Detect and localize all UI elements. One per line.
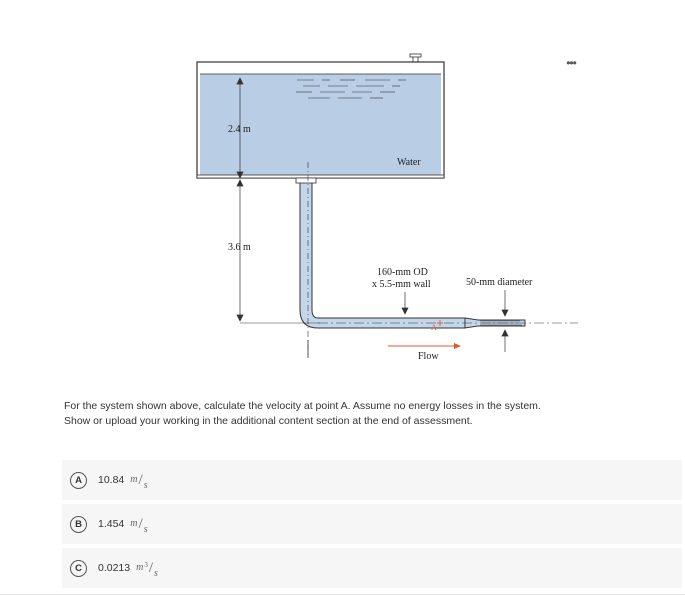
- pipe-spec-line2: x 5.5-mm wall: [372, 279, 431, 290]
- answer-option-b[interactable]: B 1.454 m/s: [62, 504, 682, 544]
- flow-label: Flow: [418, 351, 439, 362]
- pipe-spec-line1: 160-mm OD: [377, 267, 428, 278]
- tank-height-label: 2.4 m: [228, 124, 251, 135]
- divider: [0, 594, 685, 595]
- option-value: 10.84: [98, 474, 125, 486]
- pipe: [240, 162, 578, 358]
- vent-icon: [409, 53, 422, 62]
- question-line-2: Show or upload your working in the addit…: [64, 415, 473, 427]
- water-surface-marks: [296, 79, 406, 99]
- question-text: For the system shown above, calculate th…: [64, 399, 624, 429]
- option-letter-badge: A: [70, 471, 87, 489]
- option-letter-badge: B: [70, 515, 87, 533]
- option-value: 1.454: [98, 518, 125, 530]
- pipe-system-diagram: 2.4 m 3.6 m Water 160-mm OD x 5.5-mm wal…: [196, 53, 578, 362]
- point-a-marker: [437, 320, 443, 326]
- nozzle-diameter-label: 50-mm diameter: [466, 277, 533, 288]
- dimension-lines: [236, 77, 509, 352]
- answer-option-a[interactable]: A 10.84 m/s: [62, 460, 682, 500]
- fluid-label: Water: [397, 157, 421, 168]
- option-unit: m/s: [130, 471, 148, 491]
- option-letter-badge: C: [70, 559, 87, 577]
- option-value: 0.0213: [98, 562, 131, 574]
- question-line-1: For the system shown above, calculate th…: [64, 400, 541, 412]
- pipe-height-label: 3.6 m: [228, 242, 251, 253]
- flow-arrow: [388, 343, 461, 349]
- more-options-icon[interactable]: •••: [566, 56, 577, 70]
- point-a-label: A: [431, 323, 437, 332]
- option-unit: m/s: [130, 515, 148, 535]
